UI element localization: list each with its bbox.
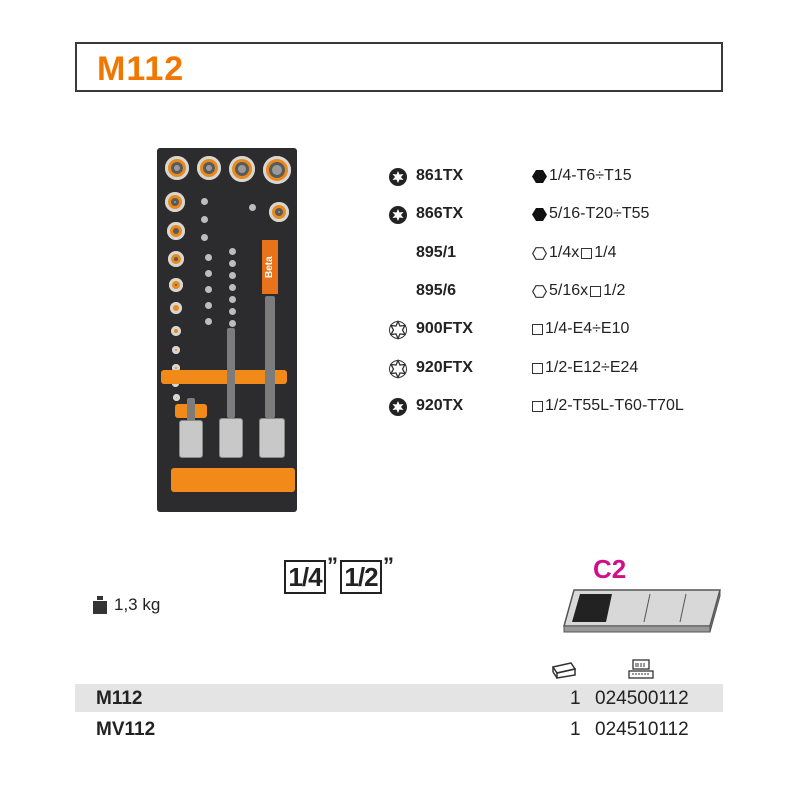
tool-case-icon bbox=[551, 662, 577, 679]
product-desc: 1/4-T6÷T15 bbox=[532, 167, 632, 185]
barcode-terminal-icon bbox=[628, 659, 654, 679]
row-code: 024510112 bbox=[595, 719, 689, 740]
torx-socket-solid-icon bbox=[389, 168, 407, 186]
square-drive-icon bbox=[532, 400, 543, 412]
weight: 1,3 kg bbox=[92, 595, 160, 615]
hex-outline-icon bbox=[532, 284, 547, 298]
row-qty: 1 bbox=[570, 719, 581, 740]
product-desc: 5/16x 1/2 bbox=[532, 282, 625, 300]
product-code: 895/1 bbox=[416, 244, 457, 261]
case-tray-icon bbox=[563, 589, 721, 633]
product-desc: 5/16-T20÷T55 bbox=[532, 205, 649, 223]
product-desc: 1/4-E4÷E10 bbox=[532, 320, 629, 338]
product-desc: 1/4x 1/4 bbox=[532, 244, 617, 262]
hex-solid-icon bbox=[532, 207, 547, 221]
foam-tray-image bbox=[157, 148, 297, 512]
page-title: M112 bbox=[97, 50, 185, 88]
product-code: 861TX bbox=[416, 167, 464, 184]
torx-female-outline-icon bbox=[389, 359, 407, 379]
title-box: M112 bbox=[75, 42, 723, 92]
weight-icon bbox=[93, 596, 107, 614]
row-code: 024500112 bbox=[595, 688, 689, 709]
square-drive-icon bbox=[581, 247, 593, 259]
product-code: 895/6 bbox=[416, 282, 457, 299]
inch-mark: ” bbox=[383, 553, 394, 578]
product-code: 866TX bbox=[416, 205, 464, 222]
table-row bbox=[75, 684, 723, 712]
product-code: 920TX bbox=[416, 397, 464, 414]
product-desc: 1/2-E12÷E24 bbox=[532, 359, 638, 377]
drive-half-box: 1/2 bbox=[340, 560, 382, 594]
inch-mark: ” bbox=[327, 553, 338, 578]
torx-socket-solid-icon bbox=[389, 398, 407, 416]
weight-value: 1,3 kg bbox=[114, 595, 161, 614]
torx-socket-solid-icon bbox=[389, 206, 407, 224]
drive-quarter-box: 1/4 bbox=[284, 560, 326, 594]
beta-logo: Beta bbox=[262, 240, 278, 294]
row-name: MV112 bbox=[96, 719, 156, 740]
hex-outline-icon bbox=[532, 246, 547, 260]
square-drive-icon bbox=[590, 285, 602, 297]
product-code: 900FTX bbox=[416, 320, 473, 337]
product-desc: 1/2-T55L-T60-T70L bbox=[532, 397, 684, 415]
torx-female-outline-icon bbox=[389, 320, 407, 340]
row-name: M112 bbox=[96, 688, 143, 709]
product-code: 920FTX bbox=[416, 359, 473, 376]
square-drive-icon bbox=[532, 362, 543, 374]
row-qty: 1 bbox=[570, 688, 581, 709]
hex-solid-icon bbox=[532, 169, 547, 183]
square-drive-icon bbox=[532, 323, 543, 335]
case-label: C2 bbox=[593, 554, 627, 584]
